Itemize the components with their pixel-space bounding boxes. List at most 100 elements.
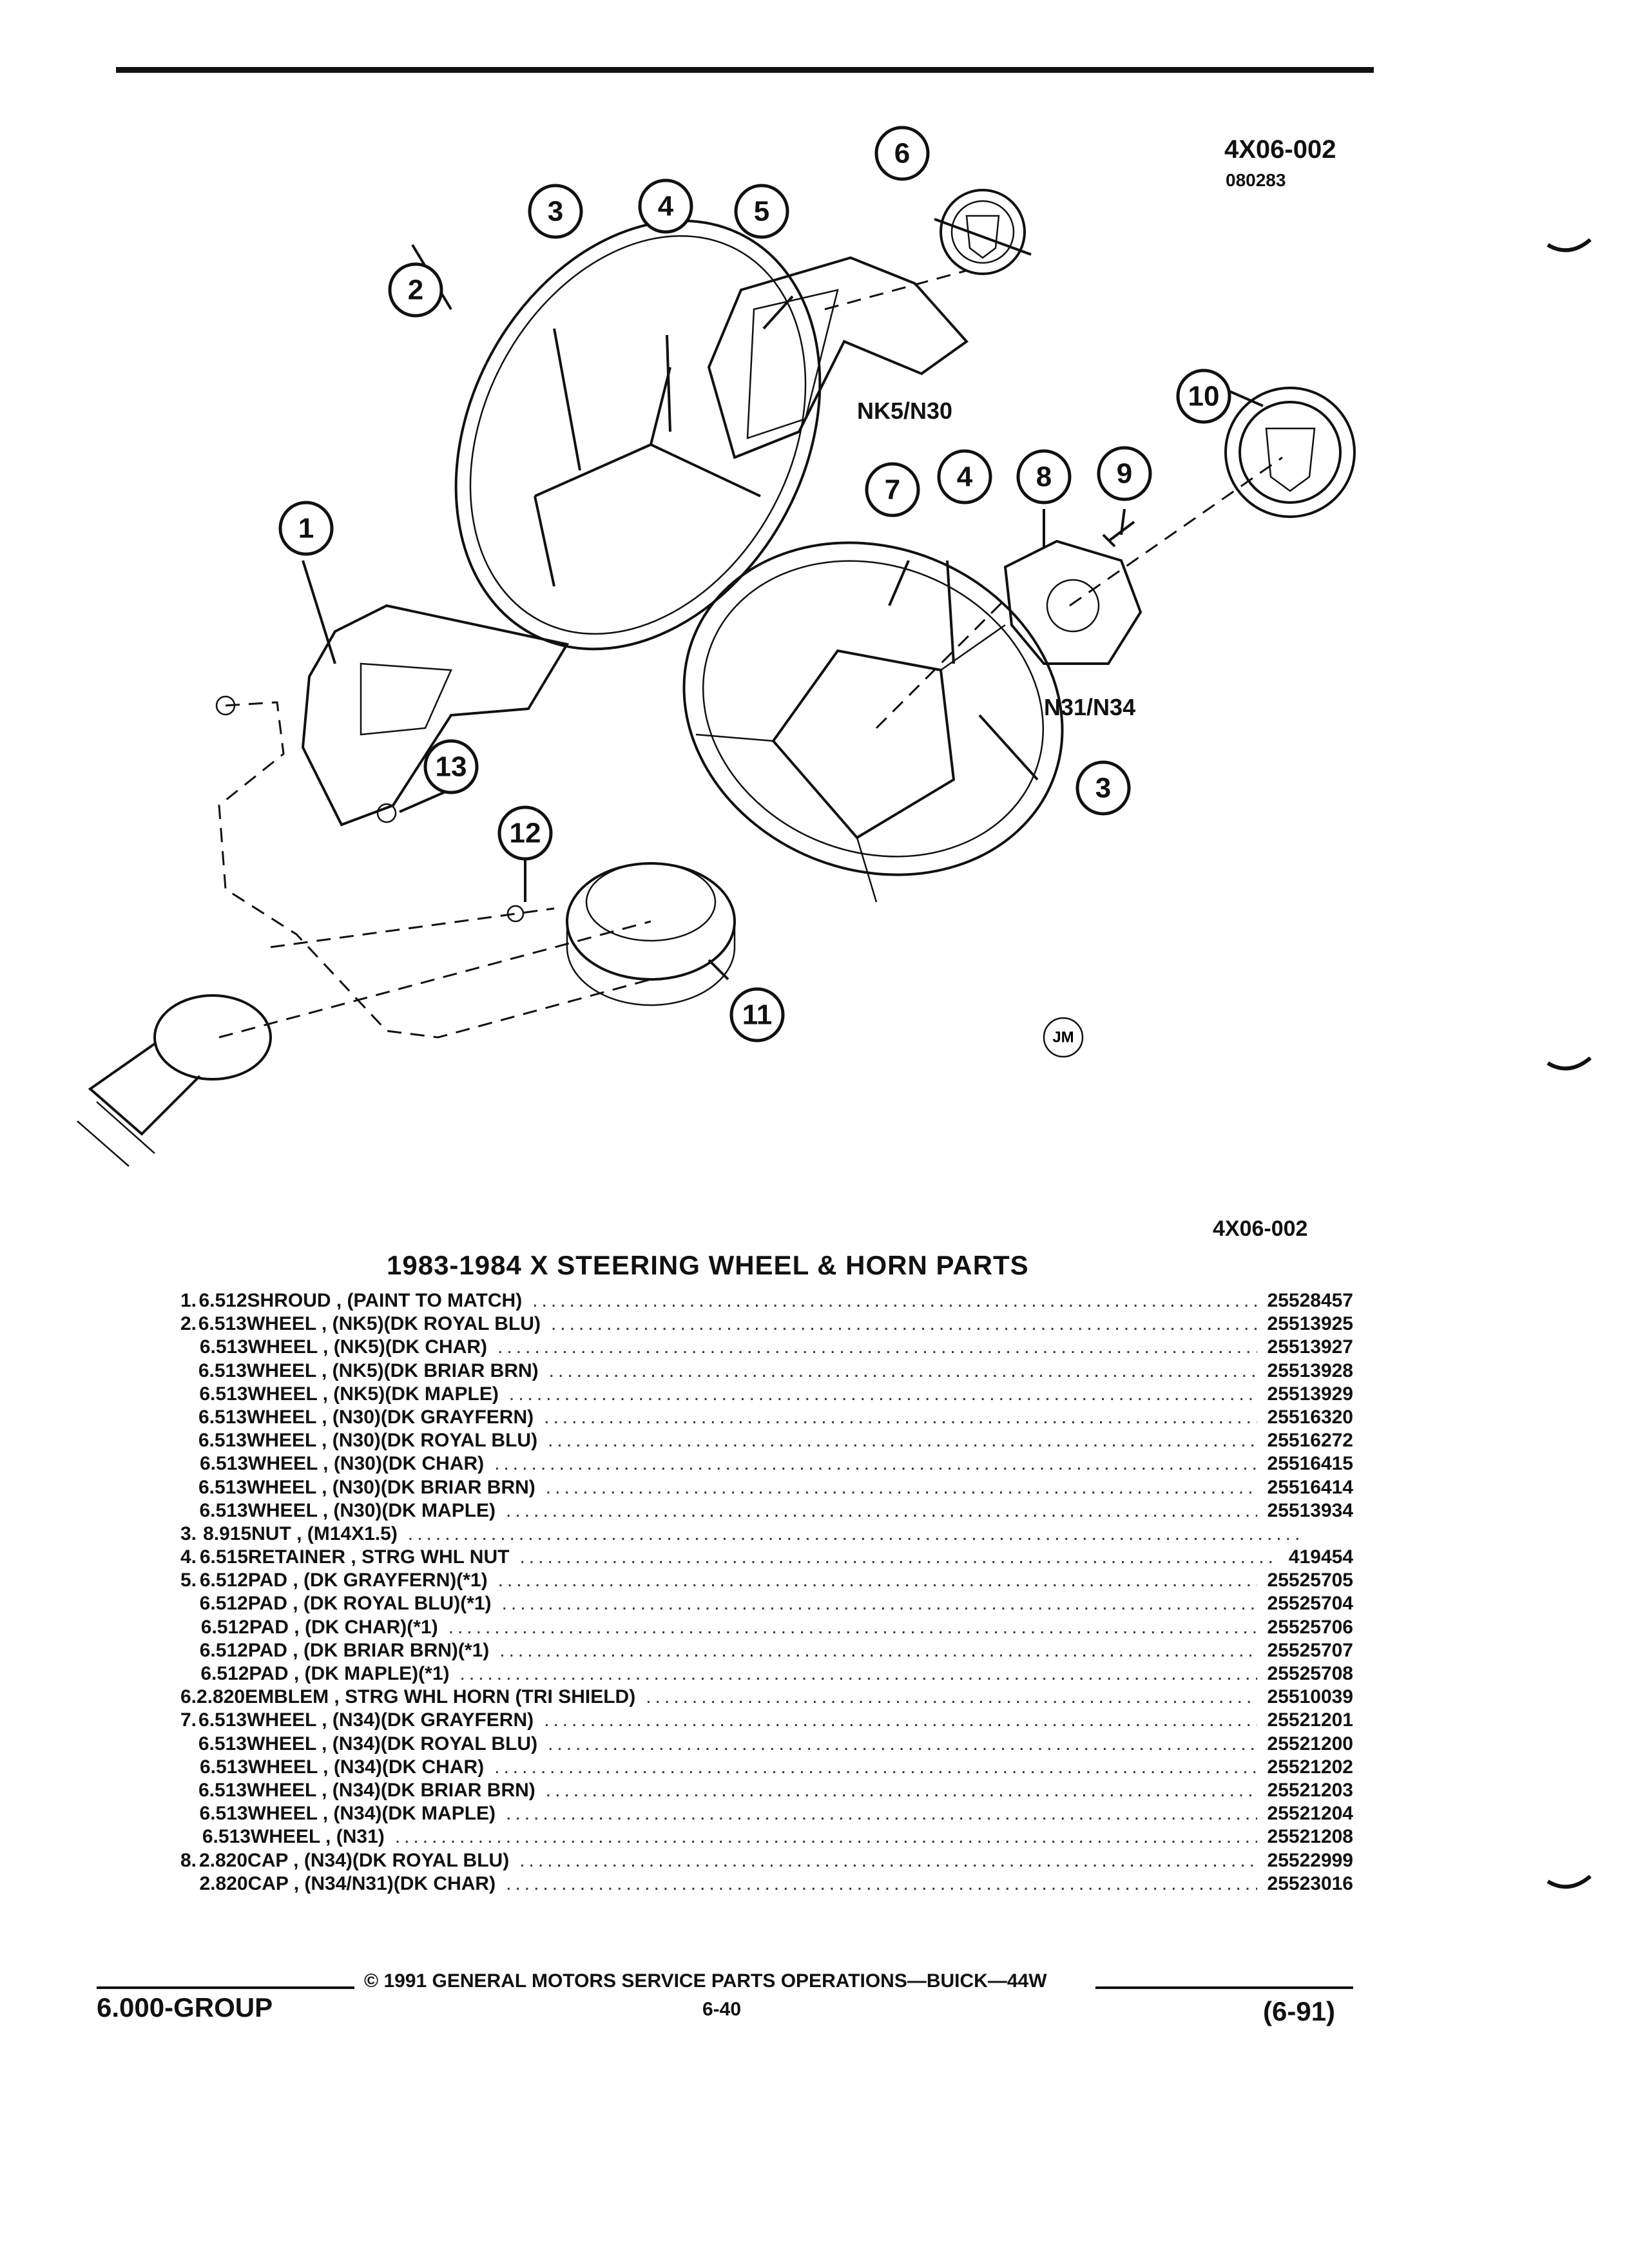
part-group-code: 2.820 xyxy=(199,1872,248,1894)
part-description: WHEEL , (N31) xyxy=(250,1826,385,1848)
svg-text:JM: JM xyxy=(1052,1029,1074,1046)
leader-dots xyxy=(395,1826,1257,1848)
part-number: 25521202 xyxy=(1267,1756,1353,1778)
part-group-code: 2.820 xyxy=(197,1686,246,1708)
svg-text:4: 4 xyxy=(957,461,973,493)
part-number: 25516415 xyxy=(1267,1453,1353,1475)
part-group-code: 6.513 xyxy=(198,1709,247,1731)
part-description: NUT , (M14X1.5) xyxy=(251,1523,398,1544)
part-group-code: 6.512 xyxy=(200,1616,249,1638)
horn-switch xyxy=(566,862,736,1006)
part-number: 25510039 xyxy=(1267,1686,1353,1708)
screw xyxy=(506,905,525,923)
leader-dots xyxy=(460,1663,1257,1685)
artist-mark: JM xyxy=(1043,1017,1084,1058)
svg-text:10: 10 xyxy=(1188,381,1220,412)
part-number: 25525706 xyxy=(1267,1616,1353,1638)
horn-contact-assembly xyxy=(1003,539,1142,665)
callout-4: 4 xyxy=(638,178,693,234)
part-number: 25516272 xyxy=(1267,1430,1353,1452)
leader-dots xyxy=(551,1313,1257,1335)
footer-copyright: © 1991 GENERAL MOTORS SERVICE PARTS OPER… xyxy=(364,1970,1047,1992)
callout-3: 3 xyxy=(528,184,583,239)
part-number: 25525705 xyxy=(1267,1570,1353,1591)
callout-8: 8 xyxy=(1016,449,1072,505)
part-description: WHEEL , (N30)(DK ROYAL BLU) xyxy=(246,1430,538,1452)
part-callout-number: 1. xyxy=(180,1290,197,1311)
part-group-code: 6.513 xyxy=(198,1313,247,1335)
column-shroud xyxy=(301,604,570,827)
part-description: CAP , (N34)(DK ROYAL BLU) xyxy=(247,1849,510,1871)
svg-text:3: 3 xyxy=(1095,773,1111,804)
part-description: CAP , (N34/N31)(DK CHAR) xyxy=(247,1872,496,1894)
part-number: 25521203 xyxy=(1267,1779,1353,1801)
variant-label-nk5-n30: NK5/N30 xyxy=(857,398,952,424)
part-description: WHEEL , (N30)(DK MAPLE) xyxy=(247,1499,496,1521)
part-callout-number: 8. xyxy=(180,1849,197,1871)
screw xyxy=(376,803,397,823)
part-callout-number: 5. xyxy=(180,1570,197,1591)
part-number: 25513929 xyxy=(1267,1383,1353,1405)
svg-text:2: 2 xyxy=(408,274,423,306)
part-callout-number: 4. xyxy=(180,1546,197,1568)
callout-3b: 3 xyxy=(1075,760,1131,816)
part-number: 419454 xyxy=(1288,1546,1353,1568)
part-description: WHEEL , (N30)(DK GRAYFERN) xyxy=(247,1406,534,1428)
leader-dots xyxy=(506,1873,1257,1895)
part-description: PAD , (DK GRAYFERN)(*1) xyxy=(247,1570,488,1591)
tri-shield-emblem xyxy=(940,189,1026,275)
part-description: WHEEL , (NK5)(DK MAPLE) xyxy=(247,1383,499,1405)
leader-dots xyxy=(544,1709,1257,1731)
part-callout-number: 6. xyxy=(180,1686,197,1708)
callout-4b: 4 xyxy=(937,449,992,505)
lower-steering-wheel xyxy=(682,541,1064,903)
figure-date-code: 080283 xyxy=(1226,170,1286,190)
part-description: WHEEL , (N34)(DK GRAYFERN) xyxy=(247,1709,534,1731)
svg-text:5: 5 xyxy=(754,196,769,227)
svg-text:13: 13 xyxy=(436,751,467,783)
part-number: 25523016 xyxy=(1267,1872,1353,1894)
leader-dots xyxy=(506,1803,1257,1825)
part-description: PAD , (DK BRIAR BRN)(*1) xyxy=(247,1639,490,1661)
leader-dots xyxy=(506,1500,1257,1522)
binding-mark xyxy=(1547,1875,1592,1889)
part-number: 25525707 xyxy=(1267,1639,1353,1661)
part-number: 25525708 xyxy=(1267,1663,1353,1684)
leader-dots xyxy=(448,1617,1257,1639)
part-group-code: 2.820 xyxy=(198,1849,248,1871)
callout-9: 9 xyxy=(1097,446,1152,501)
part-description: WHEEL , (N30)(DK BRIAR BRN) xyxy=(247,1476,535,1498)
part-group-code: 6.513 xyxy=(198,1476,247,1498)
leader-dots xyxy=(519,1546,1278,1568)
figure-code: 4X06-002 xyxy=(1224,135,1336,164)
steering-wheel-exploded-diagram: 1 2 3 4 5 6 7 4 8 9 10 3 11 12 13 NK5/N3… xyxy=(77,126,1356,1167)
part-description: WHEEL , (N34)(DK BRIAR BRN) xyxy=(247,1779,535,1801)
part-callout-number: 2. xyxy=(180,1313,197,1335)
part-number: 25513928 xyxy=(1267,1360,1353,1381)
callout-12: 12 xyxy=(497,805,553,861)
svg-text:9: 9 xyxy=(1117,458,1132,490)
upper-steering-wheel xyxy=(454,219,822,651)
part-number: 25513927 xyxy=(1267,1336,1353,1358)
part-number: 25521208 xyxy=(1267,1826,1353,1848)
callout-13: 13 xyxy=(423,739,479,794)
part-callout-number: 7. xyxy=(180,1709,197,1731)
part-number: 25521204 xyxy=(1267,1803,1353,1825)
leader-dots xyxy=(498,1570,1257,1591)
svg-text:7: 7 xyxy=(885,474,900,506)
leader-dots xyxy=(548,1430,1257,1452)
part-description: WHEEL , (N34)(DK MAPLE) xyxy=(247,1803,496,1825)
part-group-code: 6.513 xyxy=(198,1733,247,1754)
